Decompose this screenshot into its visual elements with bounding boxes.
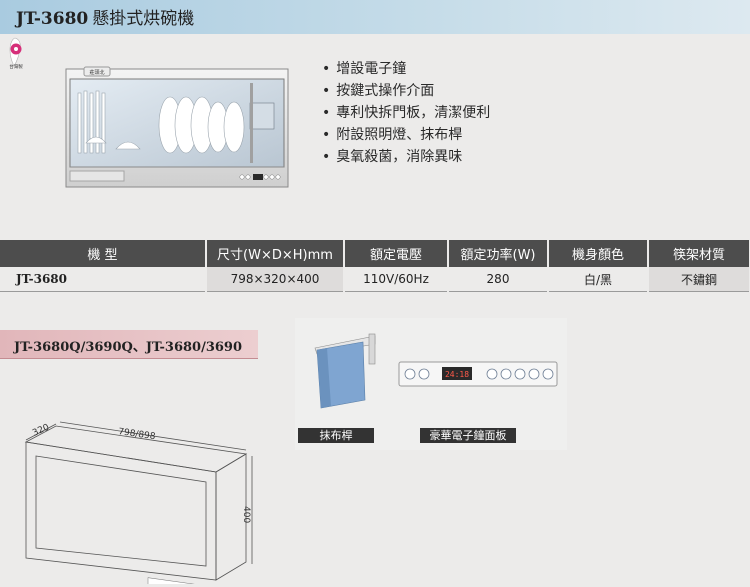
cell-model: JT-3680 — [0, 267, 207, 292]
feature-item: 按鍵式操作介面 — [322, 80, 490, 102]
cell-voltage: 110V/60Hz — [344, 267, 449, 292]
header-model: JT-3680 — [16, 9, 89, 29]
header-cell-size: 尺寸(W×D×H)mm — [206, 240, 345, 267]
header-cell-voltage: 額定電壓 — [344, 240, 449, 267]
taiwan-made-icon: 台灣製 — [9, 37, 23, 70]
feature-item: 專利快拆門板，清潔便利 — [322, 102, 490, 124]
header-cell-rack-material: 筷架材質 — [648, 240, 750, 267]
feature-item: 臭氧殺菌，消除異味 — [322, 146, 490, 168]
cell-power: 280 — [448, 267, 549, 292]
product-brand: 莊頭北 — [89, 69, 104, 76]
clock-panel-caption: 豪華電子鐘面板 — [420, 428, 516, 443]
header-title-text: 懸掛式烘碗機 — [92, 9, 195, 29]
feature-item: 增設電子鐘 — [322, 58, 490, 80]
badge-text: 台灣製 — [9, 63, 23, 70]
header-cell-model: 機 型 — [0, 240, 207, 267]
section-label: JT-3680Q/3690Q、JT-3680/3690 — [0, 330, 258, 359]
header-cell-power: 額定功率(W) — [448, 240, 549, 267]
dish-dryer-product-image: 莊頭北 — [65, 66, 289, 188]
panel-display-readout: 24:18 — [445, 370, 469, 379]
dimension-diagram: 320 798/898 400 — [24, 421, 253, 584]
dimension-width-label: 798/898 — [118, 427, 157, 442]
towel-rack-caption: 抹布桿 — [298, 428, 374, 443]
section-label-text: JT-3680Q/3690Q、JT-3680/3690 — [14, 340, 243, 355]
feature-item: 附設照明燈、抹布桿 — [322, 124, 490, 146]
spec-table: 機 型 尺寸(W×D×H)mm 額定電壓 額定功率(W) 機身顏色 筷架材質 J… — [0, 240, 750, 292]
dimension-depth-label: 320 — [31, 423, 51, 439]
cell-color: 白/黑 — [548, 267, 649, 292]
spec-header-row: 機 型 尺寸(W×D×H)mm 額定電壓 額定功率(W) 機身顏色 筷架材質 — [0, 240, 750, 267]
clock-panel-image: 24:18 — [398, 361, 558, 387]
dimension-height-label: 400 — [241, 506, 251, 523]
feature-list: 增設電子鐘 按鍵式操作介面 專利快拆門板，清潔便利 附設照明燈、抹布桿 臭氧殺菌… — [322, 58, 490, 168]
cell-size: 798×320×400 — [206, 267, 345, 292]
table-row: JT-3680 798×320×400 110V/60Hz 280 白/黑 不鏽… — [0, 267, 750, 292]
towel-rack-image — [314, 333, 376, 409]
header-cell-color: 機身顏色 — [548, 240, 649, 267]
cell-rack-material: 不鏽鋼 — [648, 267, 750, 292]
